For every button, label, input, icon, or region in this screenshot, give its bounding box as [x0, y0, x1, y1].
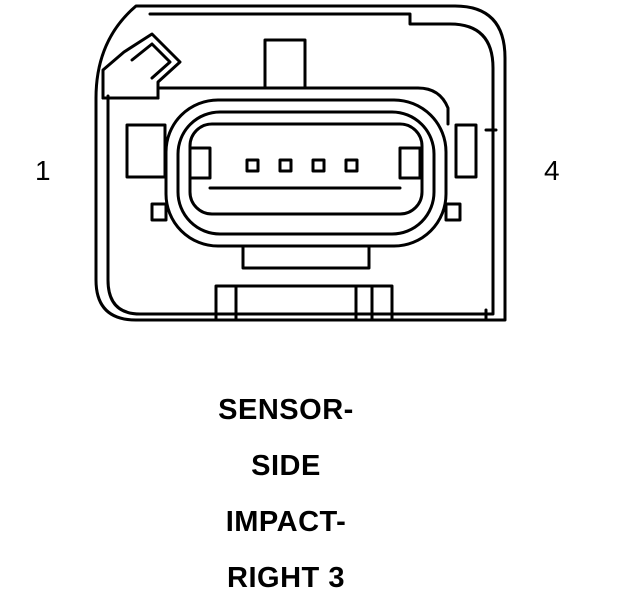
- pin-terminal-2: [278, 158, 293, 173]
- right-rib: [454, 123, 478, 179]
- pin-cavity: [188, 122, 424, 216]
- pin-terminal-4: [344, 158, 359, 173]
- right-edge-detail: [484, 128, 498, 322]
- mating-shroud-outer: [164, 98, 448, 248]
- caption-line-1: SENSOR-: [218, 394, 354, 426]
- mating-shroud-middle: [176, 110, 436, 236]
- latch-tab: [101, 32, 182, 100]
- pin-number-left: 1: [35, 155, 51, 186]
- right-clip: [444, 202, 462, 222]
- bottom-base: [214, 284, 394, 322]
- pin-terminals: [245, 158, 359, 173]
- right-guide-block: [398, 146, 422, 180]
- top-key-tab: [263, 38, 307, 90]
- pin-terminal-3: [311, 158, 326, 173]
- pin-terminal-1: [245, 158, 260, 173]
- caption-line-3: IMPACT-: [225, 506, 347, 538]
- caption-line-4: RIGHT 3: [227, 562, 345, 594]
- left-rib: [125, 123, 167, 179]
- left-guide-block: [188, 146, 212, 180]
- top-rail: [156, 86, 450, 126]
- latch-tab-inner: [130, 42, 172, 80]
- connector-housing-inner: [106, 12, 495, 316]
- connector-caption: SENSOR- SIDE IMPACT- RIGHT 3: [182, 386, 390, 610]
- left-clip: [150, 202, 168, 222]
- pin-number-right: 4: [544, 155, 560, 186]
- bottom-key: [241, 244, 371, 270]
- connector-housing-outer: [94, 4, 507, 322]
- caption-line-2: SIDE: [251, 450, 321, 482]
